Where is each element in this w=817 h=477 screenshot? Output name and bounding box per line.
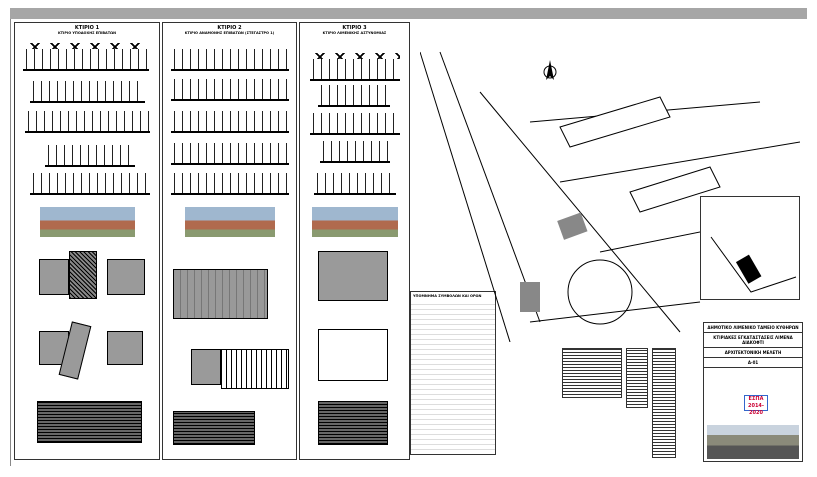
schedule-table	[652, 348, 676, 458]
elevation	[23, 49, 149, 71]
elevation	[320, 141, 390, 163]
floor-plan	[39, 259, 69, 295]
roof-plan	[37, 401, 142, 443]
elevation	[171, 79, 289, 101]
render-image	[40, 207, 135, 237]
floor-plan	[173, 269, 268, 319]
study-type: ΑΡΧΙΤΕΚΤΟΝΙΚΗ ΜΕΛΕΤΗ	[704, 348, 802, 358]
ship	[559, 96, 721, 213]
elevation	[45, 145, 135, 167]
floor-plan	[318, 251, 388, 301]
panel-title: ΚΤΙΡΙΟ 1	[74, 25, 100, 31]
panel-building-2: ΚΤΙΡΙΟ 2 ΚΤΙΡΙΟ ΑΝΑΜΟΝΗΣ ΕΠΙΒΑΤΩΝ (ΣΤΕΓΑ…	[162, 22, 297, 460]
floor-plan	[107, 331, 143, 365]
panel-building-1: ΚΤΙΡΙΟ 1 ΚΤΙΡΙΟ ΥΠΟΔΟΧΗΣ ΕΠΙΒΑΤΩΝ	[14, 22, 160, 460]
render-image	[185, 207, 275, 237]
elevation	[171, 49, 289, 71]
location-inset-map	[700, 196, 800, 300]
sheet-number: Α-01	[704, 358, 802, 368]
legend-title: ΥΠΟΜΝΗΜΑ ΣΥΜΒΟΛΩΝ ΚΑΙ ΟΡΩΝ	[411, 292, 495, 300]
schedule-table	[562, 348, 622, 398]
espa-logo: ΕΣΠΑ 2014-2020	[744, 395, 768, 416]
panel-subtitle: ΚΤΙΡΙΟ ΑΝΑΜΟΝΗΣ ΕΠΙΒΑΤΩΝ (ΣΤΕΓΑΣΤΡΟ 1)	[184, 31, 275, 35]
authority: ΔΗΜΟΤΙΚΟ ΛΙΜΕΝΙΚΟ ΤΑΜΕΙΟ ΚΥΘΗΡΩΝ	[704, 323, 802, 333]
floor-plan	[221, 349, 289, 389]
elevation	[30, 173, 150, 195]
roof-plan	[318, 401, 388, 445]
roof-plan	[173, 411, 255, 445]
elevation	[314, 173, 396, 195]
render-image	[312, 207, 398, 237]
floor-plan	[318, 329, 388, 381]
elevation	[171, 143, 289, 165]
elevation	[30, 81, 145, 103]
north-arrow	[543, 60, 557, 80]
title-block: ΔΗΜΟΤΙΚΟ ΛΙΜΕΝΙΚΟ ΤΑΜΕΙΟ ΚΥΘΗΡΩΝ ΚΤΙΡΙΑΚ…	[703, 322, 803, 462]
site-photo	[707, 425, 799, 459]
floor-plan	[107, 259, 145, 295]
panel-subtitle: ΚΤΙΡΙΟ ΛΙΜΕΝΙΚΗΣ ΑΣΤΥΝΟΜΙΑΣ	[322, 31, 387, 35]
legend-notes: ΥΠΟΜΝΗΜΑ ΣΥΜΒΟΛΩΝ ΚΑΙ ΟΡΩΝ	[410, 291, 496, 455]
panel-title: ΚΤΙΡΙΟ 3	[342, 25, 367, 31]
floor-plan	[191, 349, 221, 385]
schedule-table	[626, 348, 648, 408]
elevation	[310, 59, 400, 81]
top-bar	[10, 8, 807, 19]
elevation	[171, 173, 289, 195]
project-title: ΚΤΙΡΙΑΚΕΣ ΕΓΚΑΤΑΣΤΑΣΕΙΣ ΛΙΜΕΝΑ ΔΙΑΚΟΦΤΙ	[704, 333, 802, 348]
panel-subtitle: ΚΤΙΡΙΟ ΥΠΟΔΟΧΗΣ ΕΠΙΒΑΤΩΝ	[57, 31, 117, 35]
elevation	[310, 113, 400, 135]
elevation	[171, 111, 289, 133]
floor-plan	[69, 251, 97, 299]
site-plan	[420, 51, 800, 342]
elevation	[318, 85, 390, 107]
elevation	[25, 111, 150, 133]
panel-building-3: ΚΤΙΡΙΟ 3 ΚΤΙΡΙΟ ΛΙΜΕΝΙΚΗΣ ΑΣΤΥΝΟΜΙΑΣ	[299, 22, 410, 460]
panel-title: ΚΤΙΡΙΟ 2	[217, 25, 242, 31]
